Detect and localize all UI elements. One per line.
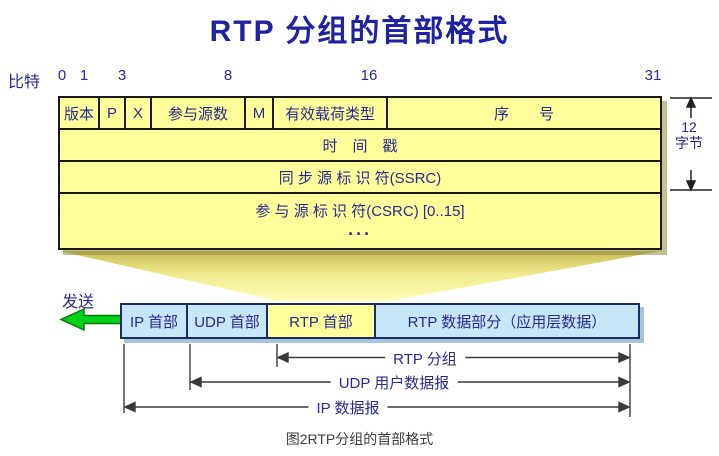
field-padding-p: P <box>100 98 126 128</box>
field-timestamp: 时 间 戳 <box>60 130 660 162</box>
bit-tick-1: 1 <box>79 67 89 84</box>
packet-ip-header: IP 首部 <box>122 305 188 337</box>
send-arrow-icon <box>59 307 123 332</box>
packet-udp-header: UDP 首部 <box>188 305 268 337</box>
field-marker-m: M <box>246 98 274 128</box>
bit-tick-16: 16 <box>360 67 378 84</box>
packet-rtp-data: RTP 数据部分（应用层数据） <box>376 305 638 337</box>
byte-span-arrow <box>670 96 712 192</box>
field-ssrc: 同 步 源 标 识 符(SSRC) <box>60 162 660 194</box>
byte-span-value: 12 <box>681 119 697 135</box>
field-csrc-count: 参与源数 <box>152 98 246 128</box>
bit-tick-3: 3 <box>117 67 127 84</box>
bit-tick-8: 8 <box>223 67 233 84</box>
figure-title: RTP 分组的首部格式 <box>209 15 510 48</box>
header-row-1: 版本 P X 参与源数 M 有效载荷类型 序 号 <box>60 98 660 130</box>
field-version: 版本 <box>60 98 100 128</box>
rtp-header-table: 版本 P X 参与源数 M 有效载荷类型 序 号 时 间 戳 同 步 源 标 识… <box>58 96 662 250</box>
span-label-ip-datagram: IP 数据报 <box>308 397 388 418</box>
byte-span-label: 12 字节 <box>664 119 714 151</box>
span-label-rtp-packet: RTP 分组 <box>385 348 465 369</box>
csrc-ellipsis: ... <box>347 219 372 239</box>
figure-caption: 图2RTP分组的首部格式 <box>285 431 434 447</box>
byte-span-unit: 字节 <box>675 135 703 151</box>
field-csrc-row: 参 与 源 标 识 符(CSRC) [0..15] ... <box>60 194 660 248</box>
field-payload-type: 有效载荷类型 <box>274 98 388 128</box>
bit-tick-31: 31 <box>644 67 662 84</box>
packet-row: IP 首部 UDP 首部 RTP 首部 RTP 数据部分（应用层数据） <box>120 303 640 339</box>
bit-ruler-label: 比特 <box>8 74 41 91</box>
bit-tick-0: 0 <box>57 67 67 84</box>
field-sequence-number: 序 号 <box>493 105 554 123</box>
field-extension-x: X <box>126 98 152 128</box>
span-label-udp-datagram: UDP 用户数据报 <box>330 372 458 393</box>
field-csrc: 参 与 源 标 识 符(CSRC) [0..15] <box>255 203 465 220</box>
packet-rtp-header: RTP 首部 <box>268 305 376 337</box>
